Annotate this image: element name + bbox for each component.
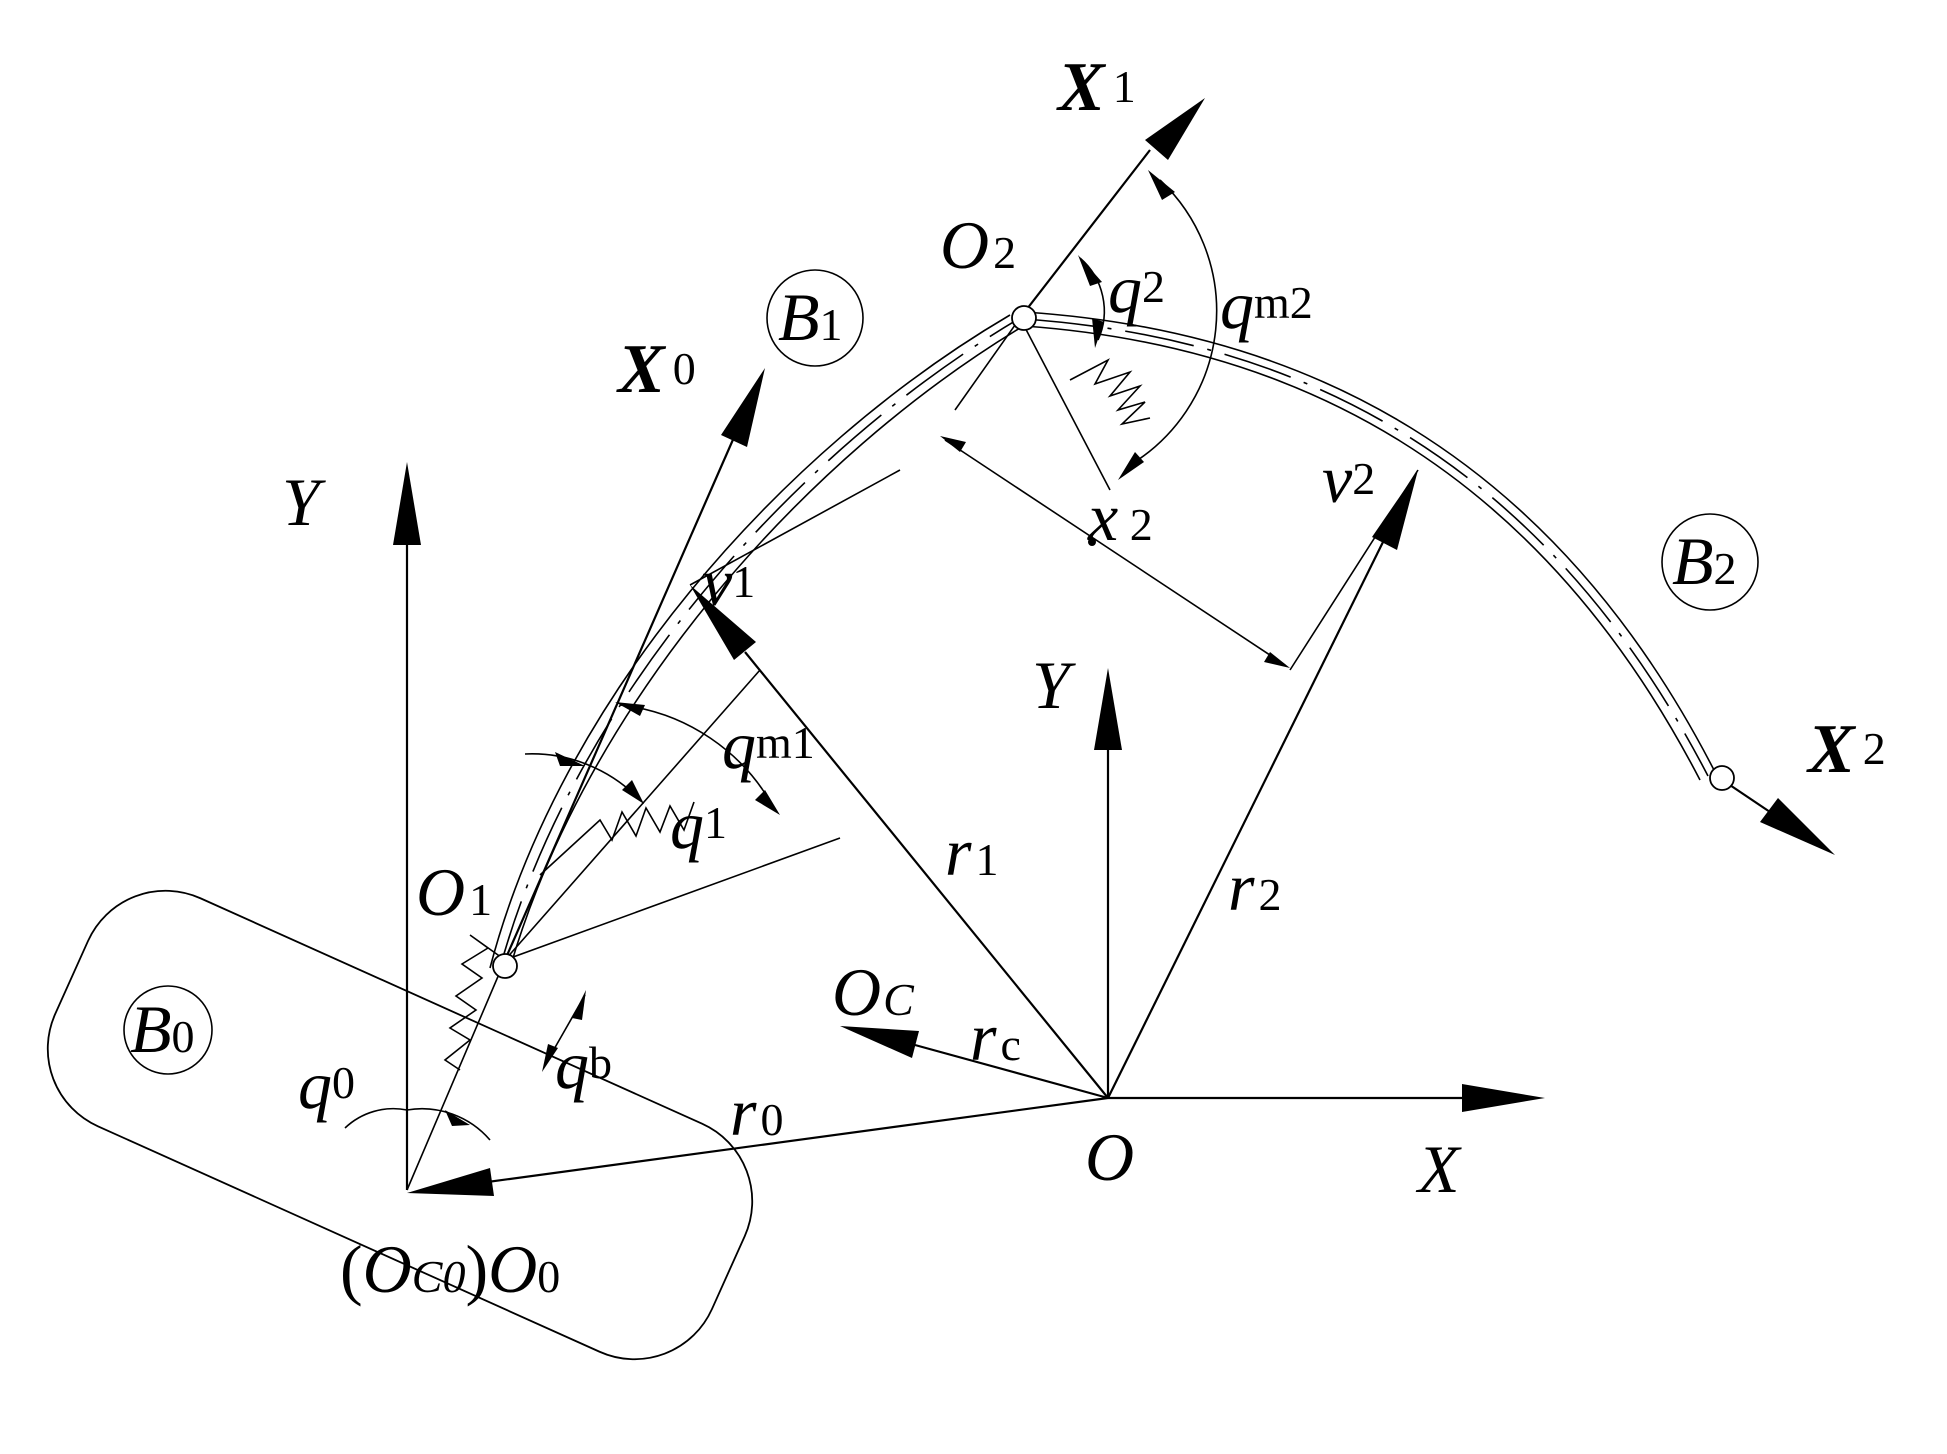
vector-r1 [744, 651, 1109, 1099]
b2-label-circle [1661, 513, 1759, 611]
joint-2-torsion-spring [1069, 358, 1151, 426]
vector-r2-arrow [1372, 470, 1418, 550]
b0-tilted-edge-guide [406, 959, 506, 1191]
link-2-center-line [1023, 318, 1709, 777]
label-rc: rc [970, 999, 1021, 1075]
angle-q0-arc [406, 1107, 491, 1141]
tip-joint [1709, 765, 1735, 791]
o1-tangent-line [504, 669, 761, 961]
x2-dimension-arrow-start [940, 436, 966, 452]
label-o: O [1085, 1119, 1134, 1195]
label-o0: (OC0)O0 [340, 1231, 560, 1307]
label-b0: B0 [130, 991, 195, 1067]
b1-label-circle [766, 269, 864, 367]
angle-q1-arrow [555, 752, 585, 766]
x1-axis-line [1019, 149, 1151, 319]
label-q1: q1 [670, 787, 727, 863]
label-v2: v2 [1322, 441, 1375, 517]
vector-r0-arrow [407, 1168, 494, 1196]
vector-rc [914, 1043, 1109, 1100]
label-q2: q2 [1108, 251, 1165, 327]
qb-arrow-up [572, 990, 586, 1020]
x2-axis-arrow [1760, 798, 1835, 855]
label-x2-deflection: x 2 [1087, 479, 1153, 555]
link-1-center-line [499, 317, 1021, 969]
base-spring-qb [443, 934, 506, 1071]
v1-dimension-line [689, 469, 901, 586]
vector-r0 [479, 1096, 1109, 1185]
link-2-inner-edge [1023, 325, 1701, 781]
label-r2: r2 [1228, 849, 1281, 925]
label-q0: q0 [298, 1047, 355, 1123]
angle-qm2-arc [1129, 179, 1218, 466]
angle-qm1-arrow-end [755, 790, 780, 815]
vector-r1-arrow [690, 585, 756, 660]
angle-q0-left-arc [344, 1107, 408, 1129]
angle-q0-arrow [445, 1110, 470, 1126]
label-oc: OC [832, 954, 915, 1030]
y-axis-global-arrow [1094, 668, 1122, 750]
link-1-outer-edge [489, 314, 1011, 969]
angle-qm1-arrow-start [615, 702, 645, 716]
x2-dimension-line [944, 439, 1286, 666]
label-x-axis: X [1415, 1131, 1462, 1207]
qb-arrow-down [542, 1044, 558, 1072]
x-axis-global-arrow [1462, 1084, 1545, 1112]
angle-q1-arrow-end [622, 780, 644, 804]
link-2-outer-edge [1023, 311, 1716, 773]
v2-dimension-line [1289, 469, 1419, 671]
o1-chord-line [504, 837, 841, 961]
o2-tangent-line [954, 317, 1021, 411]
angle-q2-arrow-bottom [1092, 318, 1104, 348]
base-body-b0 [46, 889, 754, 1361]
label-qb: qb [555, 1027, 612, 1103]
angle-qm2-arrow-top [1148, 170, 1175, 200]
joint-o1 [492, 953, 518, 979]
label-qm2: qm2 [1220, 267, 1313, 343]
joint-o2 [1011, 305, 1037, 331]
angle-qm1-arc [619, 704, 776, 811]
x0-axis-arrow [721, 368, 765, 447]
angle-q2-arrow-top [1078, 255, 1102, 286]
angle-q2-arc [1079, 257, 1106, 341]
label-b1: B1 [778, 279, 843, 355]
link-1-inner-edge [509, 321, 1031, 969]
x2-dimension-arrow-end [1264, 652, 1290, 668]
angle-qm2-arrow-bottom [1118, 452, 1144, 480]
y-axis-left-arrow [393, 462, 421, 545]
angle-q1-arc [524, 753, 641, 801]
label-r1: r1 [945, 814, 998, 890]
label-y-left: Y [282, 464, 326, 540]
label-v1: v1 [702, 544, 755, 620]
joint-1-torsion-spring [539, 801, 695, 876]
label-b2: B2 [1672, 523, 1737, 599]
label-y-center: Y [1032, 647, 1076, 723]
label-o1: O1 [416, 854, 492, 930]
x2-marker-dot [1088, 538, 1096, 546]
label-o2: O2 [940, 207, 1016, 283]
label-qm1: qm1 [722, 707, 815, 783]
vector-r2 [1107, 541, 1384, 1099]
b0-label-circle [123, 985, 213, 1075]
vector-rc-arrow [840, 1026, 919, 1058]
x1-axis-arrow [1145, 98, 1205, 160]
o2-chord-line [1019, 317, 1111, 491]
label-r0: r0 [730, 1074, 783, 1150]
